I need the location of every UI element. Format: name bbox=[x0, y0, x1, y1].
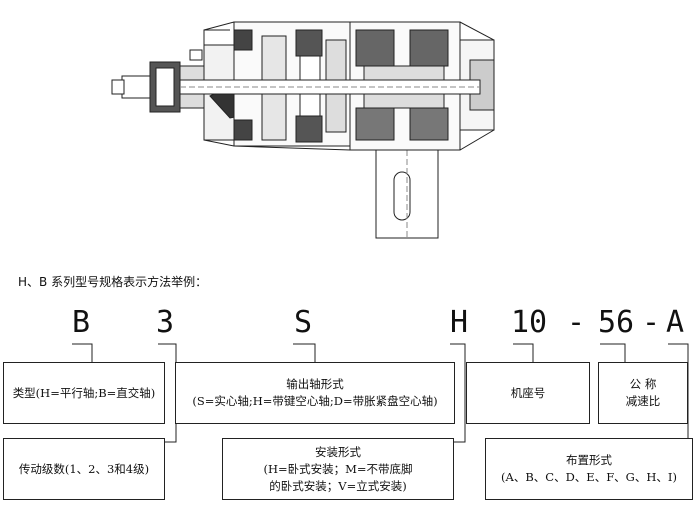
code-char-layout: A bbox=[666, 305, 685, 340]
ratio-box: 公 称 减速比 bbox=[598, 362, 688, 424]
layout-title: 布置形式 bbox=[566, 453, 612, 467]
frame-box: 机座号 bbox=[466, 362, 590, 424]
code-char-type: B bbox=[72, 305, 91, 340]
code-dash-2: - bbox=[642, 305, 661, 340]
shaft-box: 输出轴形式 (S=实心轴;H=带键空心轴;D=带胀紧盘空心轴) bbox=[175, 362, 455, 424]
code-char-shaft: S bbox=[294, 305, 313, 340]
code-dash-1: - bbox=[567, 305, 586, 340]
ratio-label-1: 公 称 bbox=[629, 377, 657, 391]
stages-label: 传动级数(1、2、3和4级) bbox=[18, 461, 150, 476]
code-char-frame: 10 bbox=[511, 305, 548, 340]
stages-box: 传动级数(1、2、3和4级) bbox=[3, 438, 165, 500]
ratio-label-2: 减速比 bbox=[625, 394, 661, 408]
frame-label: 机座号 bbox=[510, 385, 546, 400]
shaft-desc: (S=实心轴;H=带键空心轴;D=带胀紧盘空心轴) bbox=[192, 394, 438, 408]
mount-title: 安装形式 bbox=[315, 444, 361, 459]
code-char-mount: H bbox=[450, 305, 469, 340]
shaft-title: 输出轴形式 bbox=[286, 377, 344, 391]
code-char-stages: 3 bbox=[156, 305, 175, 340]
mount-box: 安装形式 (H=卧式安装；M=不带底脚 的卧式安装；V=立式安装) bbox=[222, 438, 454, 500]
mount-desc-2: 的卧式安装；V=立式安装) bbox=[269, 478, 407, 493]
gearbox-section-drawing bbox=[111, 21, 495, 240]
layout-box: 布置形式 (A、B、C、D、E、F、G、H、I) bbox=[485, 438, 693, 500]
type-box: 类型(H=平行轴;B=直交轴) bbox=[3, 362, 165, 424]
intro-text: H、B 系列型号规格表示方法举例： bbox=[18, 275, 208, 289]
type-label: 类型(H=平行轴;B=直交轴) bbox=[12, 385, 156, 400]
layout-desc: (A、B、C、D、E、F、G、H、I) bbox=[501, 470, 677, 484]
mount-desc-1: (H=卧式安装；M=不带底脚 bbox=[263, 461, 413, 476]
code-char-ratio: 56 bbox=[598, 305, 635, 340]
